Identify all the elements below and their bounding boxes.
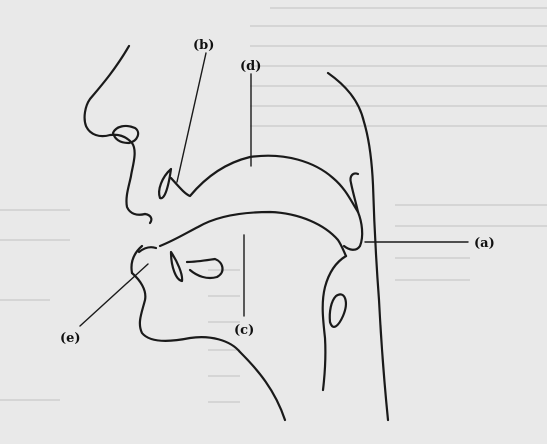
upper-lip	[145, 214, 151, 223]
velum-underside	[344, 212, 362, 250]
leader-line-e	[80, 264, 148, 326]
lower-incisor	[171, 252, 182, 281]
upper-incisor	[159, 169, 171, 198]
pharynx-back-wall	[328, 73, 388, 420]
tongue-tip	[139, 247, 156, 252]
label-e: (e)	[60, 331, 81, 346]
label-c: (c)	[234, 323, 254, 338]
label-b: (b)	[193, 38, 214, 53]
chin-and-throat	[132, 273, 285, 420]
tongue-blade	[187, 259, 223, 278]
leader-line-b	[177, 53, 206, 182]
epiglottis	[330, 294, 346, 326]
label-d: (d)	[240, 59, 261, 74]
background-bleed-through	[0, 8, 547, 402]
label-a: (a)	[474, 236, 495, 251]
tongue-surface	[160, 212, 346, 256]
tongue-root	[323, 256, 346, 390]
hard-palate	[171, 156, 358, 212]
